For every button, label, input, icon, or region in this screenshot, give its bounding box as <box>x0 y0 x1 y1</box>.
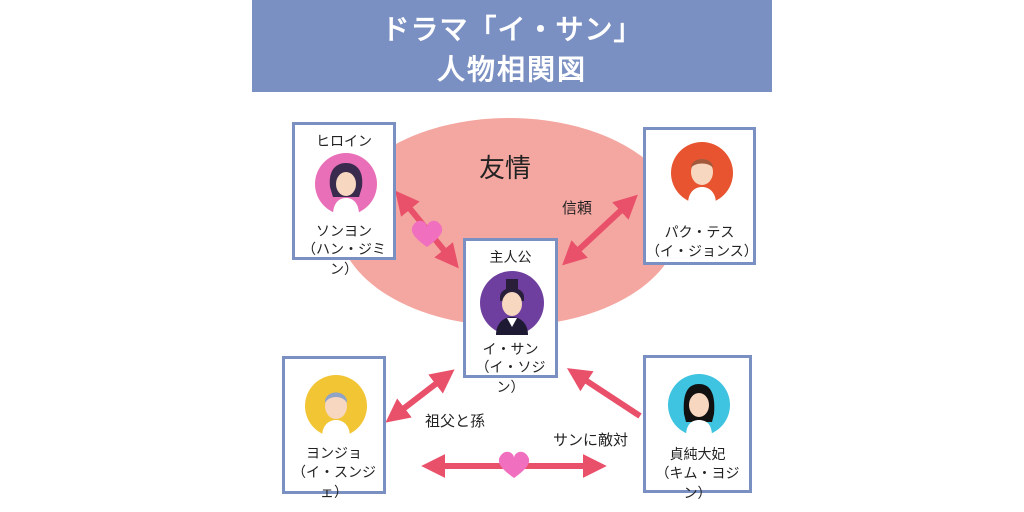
actor-name: （イ・ソジン） <box>475 360 546 396</box>
title-line-1: ドラマ「イ・サン」 <box>381 13 643 46</box>
elder-avatar-icon <box>305 375 367 437</box>
woman-avatar-icon <box>315 153 377 215</box>
character-card-friend: パク・テス （イ・ジョンス） <box>643 127 758 265</box>
man-avatar-icon <box>671 142 733 204</box>
role-label: 主人公 <box>489 250 532 266</box>
title-line-2: 人物相関図 <box>436 53 587 86</box>
woman-avatar-icon <box>668 374 730 436</box>
character-name: ソンヨン <box>316 224 372 240</box>
character-name: 貞純大妃 <box>669 447 726 463</box>
heart-icon <box>498 451 530 478</box>
role-label: ヒロイン <box>316 134 372 150</box>
relation-grandparent-label: 祖父と孫 <box>425 412 486 430</box>
friendship-label: 友情 <box>479 154 532 184</box>
actor-name: （イ・スンジェ） <box>292 465 376 501</box>
character-card-hero: 主人公 イ・サン （イ・ソジン） <box>463 238 558 396</box>
arrow-grandfather-hero <box>385 369 455 423</box>
heart-icon <box>411 220 443 247</box>
relation-trust-label: 信頼 <box>562 199 593 217</box>
arrow-queen-hero <box>566 368 642 419</box>
actor-name: （キム・ヨジン） <box>655 466 740 502</box>
character-name: ヨンジョ <box>306 446 362 462</box>
character-card-grandfather: ヨンジョ （イ・スンジェ） <box>282 356 386 501</box>
character-card-queen: 貞純大妃 （キム・ヨジン） <box>643 355 752 502</box>
actor-name: （ハン・ジミン） <box>302 242 386 278</box>
character-name: パク・テス <box>664 225 735 241</box>
title-banner: ドラマ「イ・サン」 人物相関図 <box>252 0 772 92</box>
arrow-friend-hero <box>562 194 638 266</box>
character-card-heroine: ヒロイン ソンヨン （ハン・ジミン） <box>292 122 396 278</box>
relation-enemy-label: サンに敵対 <box>553 431 629 449</box>
actor-name: （イ・ジョンス） <box>646 244 758 260</box>
king-avatar-icon <box>480 271 544 335</box>
character-name: イ・サン <box>482 342 539 358</box>
